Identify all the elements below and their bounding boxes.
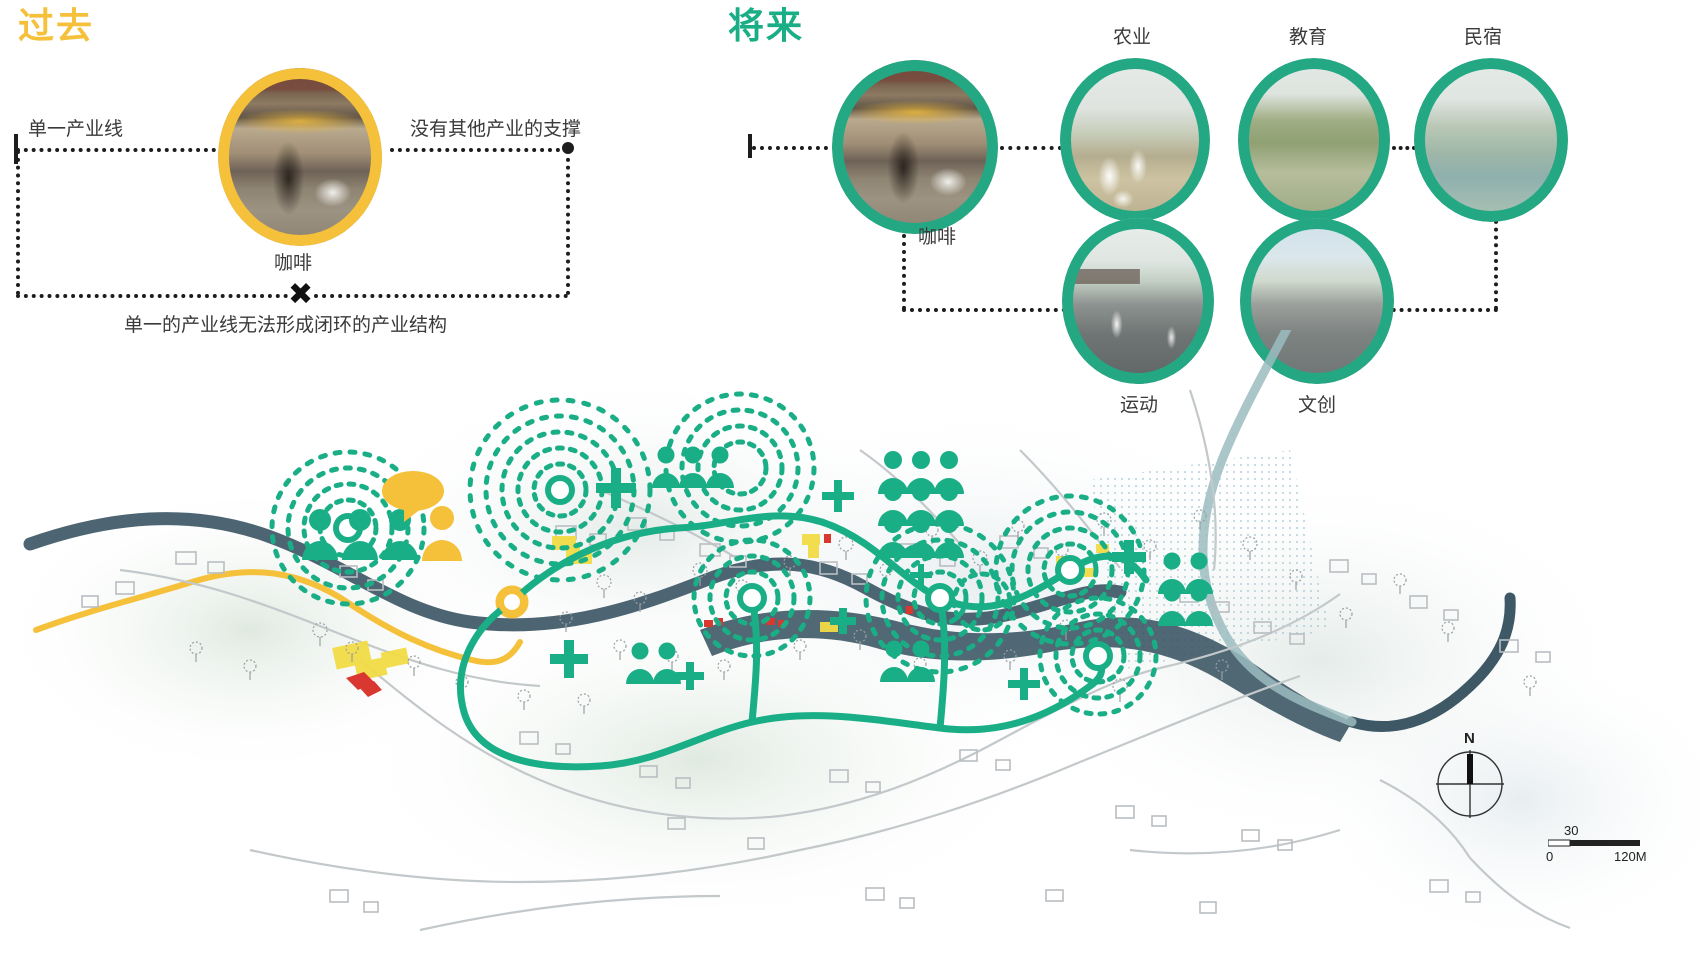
past-line-top-right xyxy=(390,148,568,152)
person-icon-teal-sm2 xyxy=(907,640,935,682)
map-field-texture xyxy=(1090,450,1330,670)
person-icon-teal-t3 xyxy=(706,446,734,488)
plus-icon-2 xyxy=(822,480,854,512)
map-yellow-plots xyxy=(332,534,1109,681)
section-title-future: 将来 xyxy=(728,5,805,46)
plus-icon-4 xyxy=(676,662,704,690)
future-bubble-sport-caption: 运动 xyxy=(1120,395,1159,416)
plus-icon-1 xyxy=(596,468,636,508)
past-bubble-cafe-photo xyxy=(218,68,382,246)
future-bubble-stay-photo xyxy=(1414,58,1568,222)
future-line-stay-vertical xyxy=(1494,212,1498,310)
past-line-top-left xyxy=(16,148,216,152)
future-bracket-left-cap xyxy=(748,134,752,158)
future-bubble-sport-photo xyxy=(1062,218,1214,384)
future-line-edu-stay xyxy=(1392,146,1416,150)
plus-icon-8 xyxy=(1008,668,1040,700)
person-icon-teal-t2 xyxy=(679,446,707,488)
person-icon-teal-n7 xyxy=(878,515,908,558)
scale-label-mid: 30 xyxy=(1564,823,1579,838)
speech-bubble-icon xyxy=(382,471,444,522)
past-bottom-caption: 单一的产业线无法形成闭环的产业结构 xyxy=(124,315,448,336)
person-icon-teal-n9 xyxy=(934,515,964,558)
future-bubble-edu-photo xyxy=(1238,58,1390,222)
person-icon-teal-e3 xyxy=(1158,584,1186,626)
map-circulation-loop-lower xyxy=(457,598,1105,771)
person-icon-teal-s1 xyxy=(626,642,654,684)
person-icon-teal-n8 xyxy=(906,515,936,558)
future-bubble-stay-caption: 民宿 xyxy=(1464,27,1503,48)
past-bracket-right-vertical xyxy=(566,150,570,295)
past-line-bottom-right xyxy=(314,294,568,298)
future-bubble-cafe[interactable] xyxy=(832,60,998,234)
past-line-bottom-left xyxy=(16,294,288,298)
future-bubble-agri-caption: 农业 xyxy=(1113,27,1152,48)
person-icon-teal-e4 xyxy=(1185,584,1213,626)
site-plan-map xyxy=(0,330,1700,976)
future-bubble-cafe-caption: 咖啡 xyxy=(918,227,957,248)
future-bubble-culture-caption: 文创 xyxy=(1298,395,1337,416)
map-road-yellow xyxy=(33,569,523,666)
future-bubble-cafe-photo xyxy=(832,60,998,234)
future-bubble-stay[interactable] xyxy=(1414,58,1568,222)
past-bracket-left-vertical xyxy=(16,150,20,295)
compass-north-label: N xyxy=(1464,730,1475,747)
map-stream-north xyxy=(1198,330,1357,727)
person-icon-teal-t1 xyxy=(652,446,680,488)
map-river-wide xyxy=(700,610,1352,742)
future-bubble-edu[interactable] xyxy=(1238,58,1390,222)
past-bubble-cafe[interactable] xyxy=(218,68,382,246)
map-washes xyxy=(0,370,1700,950)
plus-icon-6 xyxy=(910,564,932,586)
person-icon-yellow-w4 xyxy=(422,506,462,561)
past-break-x-icon: ✖ xyxy=(288,278,314,311)
future-bubble-culture-photo xyxy=(1240,218,1394,384)
section-title-past: 过去 xyxy=(18,5,95,46)
past-right-label: 没有其他产业的支撑 xyxy=(410,119,582,140)
plus-icon-3 xyxy=(550,640,588,678)
map-river-east xyxy=(1346,592,1516,732)
person-icon-teal-s2 xyxy=(653,642,681,684)
future-line-bottom xyxy=(902,308,1090,312)
person-icon-teal-w1 xyxy=(302,509,338,560)
future-bubble-edu-caption: 教育 xyxy=(1289,27,1328,48)
future-line-bottom-right xyxy=(1376,308,1498,312)
scale-label-start: 0 xyxy=(1546,849,1554,864)
plus-icon-7 xyxy=(1112,540,1146,574)
map-svg xyxy=(0,330,1700,950)
map-scale-bar xyxy=(1548,839,1640,847)
past-bubble-cafe-caption: 咖啡 xyxy=(274,253,313,274)
future-bubble-agri-photo xyxy=(1060,58,1210,222)
scale-label-end: 120M xyxy=(1614,849,1647,864)
future-line-cafe-vertical xyxy=(902,210,906,310)
future-line-cafe-agri xyxy=(1000,146,1062,150)
person-icon-teal-sm1 xyxy=(880,640,908,682)
compass-rose xyxy=(1436,750,1504,818)
map-river-main xyxy=(23,512,1127,632)
future-bubble-agri[interactable] xyxy=(1060,58,1210,222)
past-line-end-dot xyxy=(562,142,574,154)
past-left-label: 单一产业线 xyxy=(28,119,124,140)
future-line-to-cafe xyxy=(752,146,836,150)
plus-icon-5 xyxy=(830,608,856,634)
person-icon-teal-w2 xyxy=(342,509,378,560)
